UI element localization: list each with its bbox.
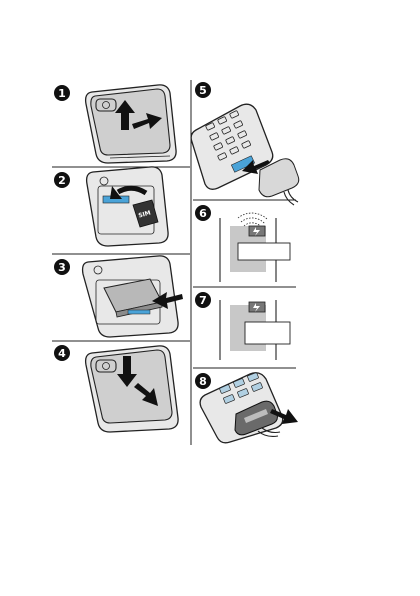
message-box [238, 243, 290, 260]
step-5-panel: 5 [191, 82, 299, 205]
step-number: 3 [58, 261, 66, 274]
step-3-panel: 3 [54, 256, 183, 337]
step-number: 5 [199, 84, 207, 97]
step-number: 1 [58, 87, 66, 100]
step-number: 7 [199, 294, 207, 307]
battery-cover [91, 350, 172, 423]
battery-contacts [128, 310, 150, 314]
step-1-panel: 1 [54, 85, 176, 163]
message-box [245, 322, 290, 344]
step-number: 8 [199, 375, 207, 388]
step-number: 4 [58, 347, 66, 360]
step-number: 6 [199, 207, 207, 220]
step-4-panel: 4 [54, 345, 178, 432]
step-number: 2 [58, 174, 66, 187]
step-8-panel: 8 [195, 372, 298, 442]
step-6-panel: 6 [195, 205, 290, 282]
step-7-panel: 7 [195, 292, 290, 360]
step-2-panel: 2 SIM [54, 167, 168, 246]
